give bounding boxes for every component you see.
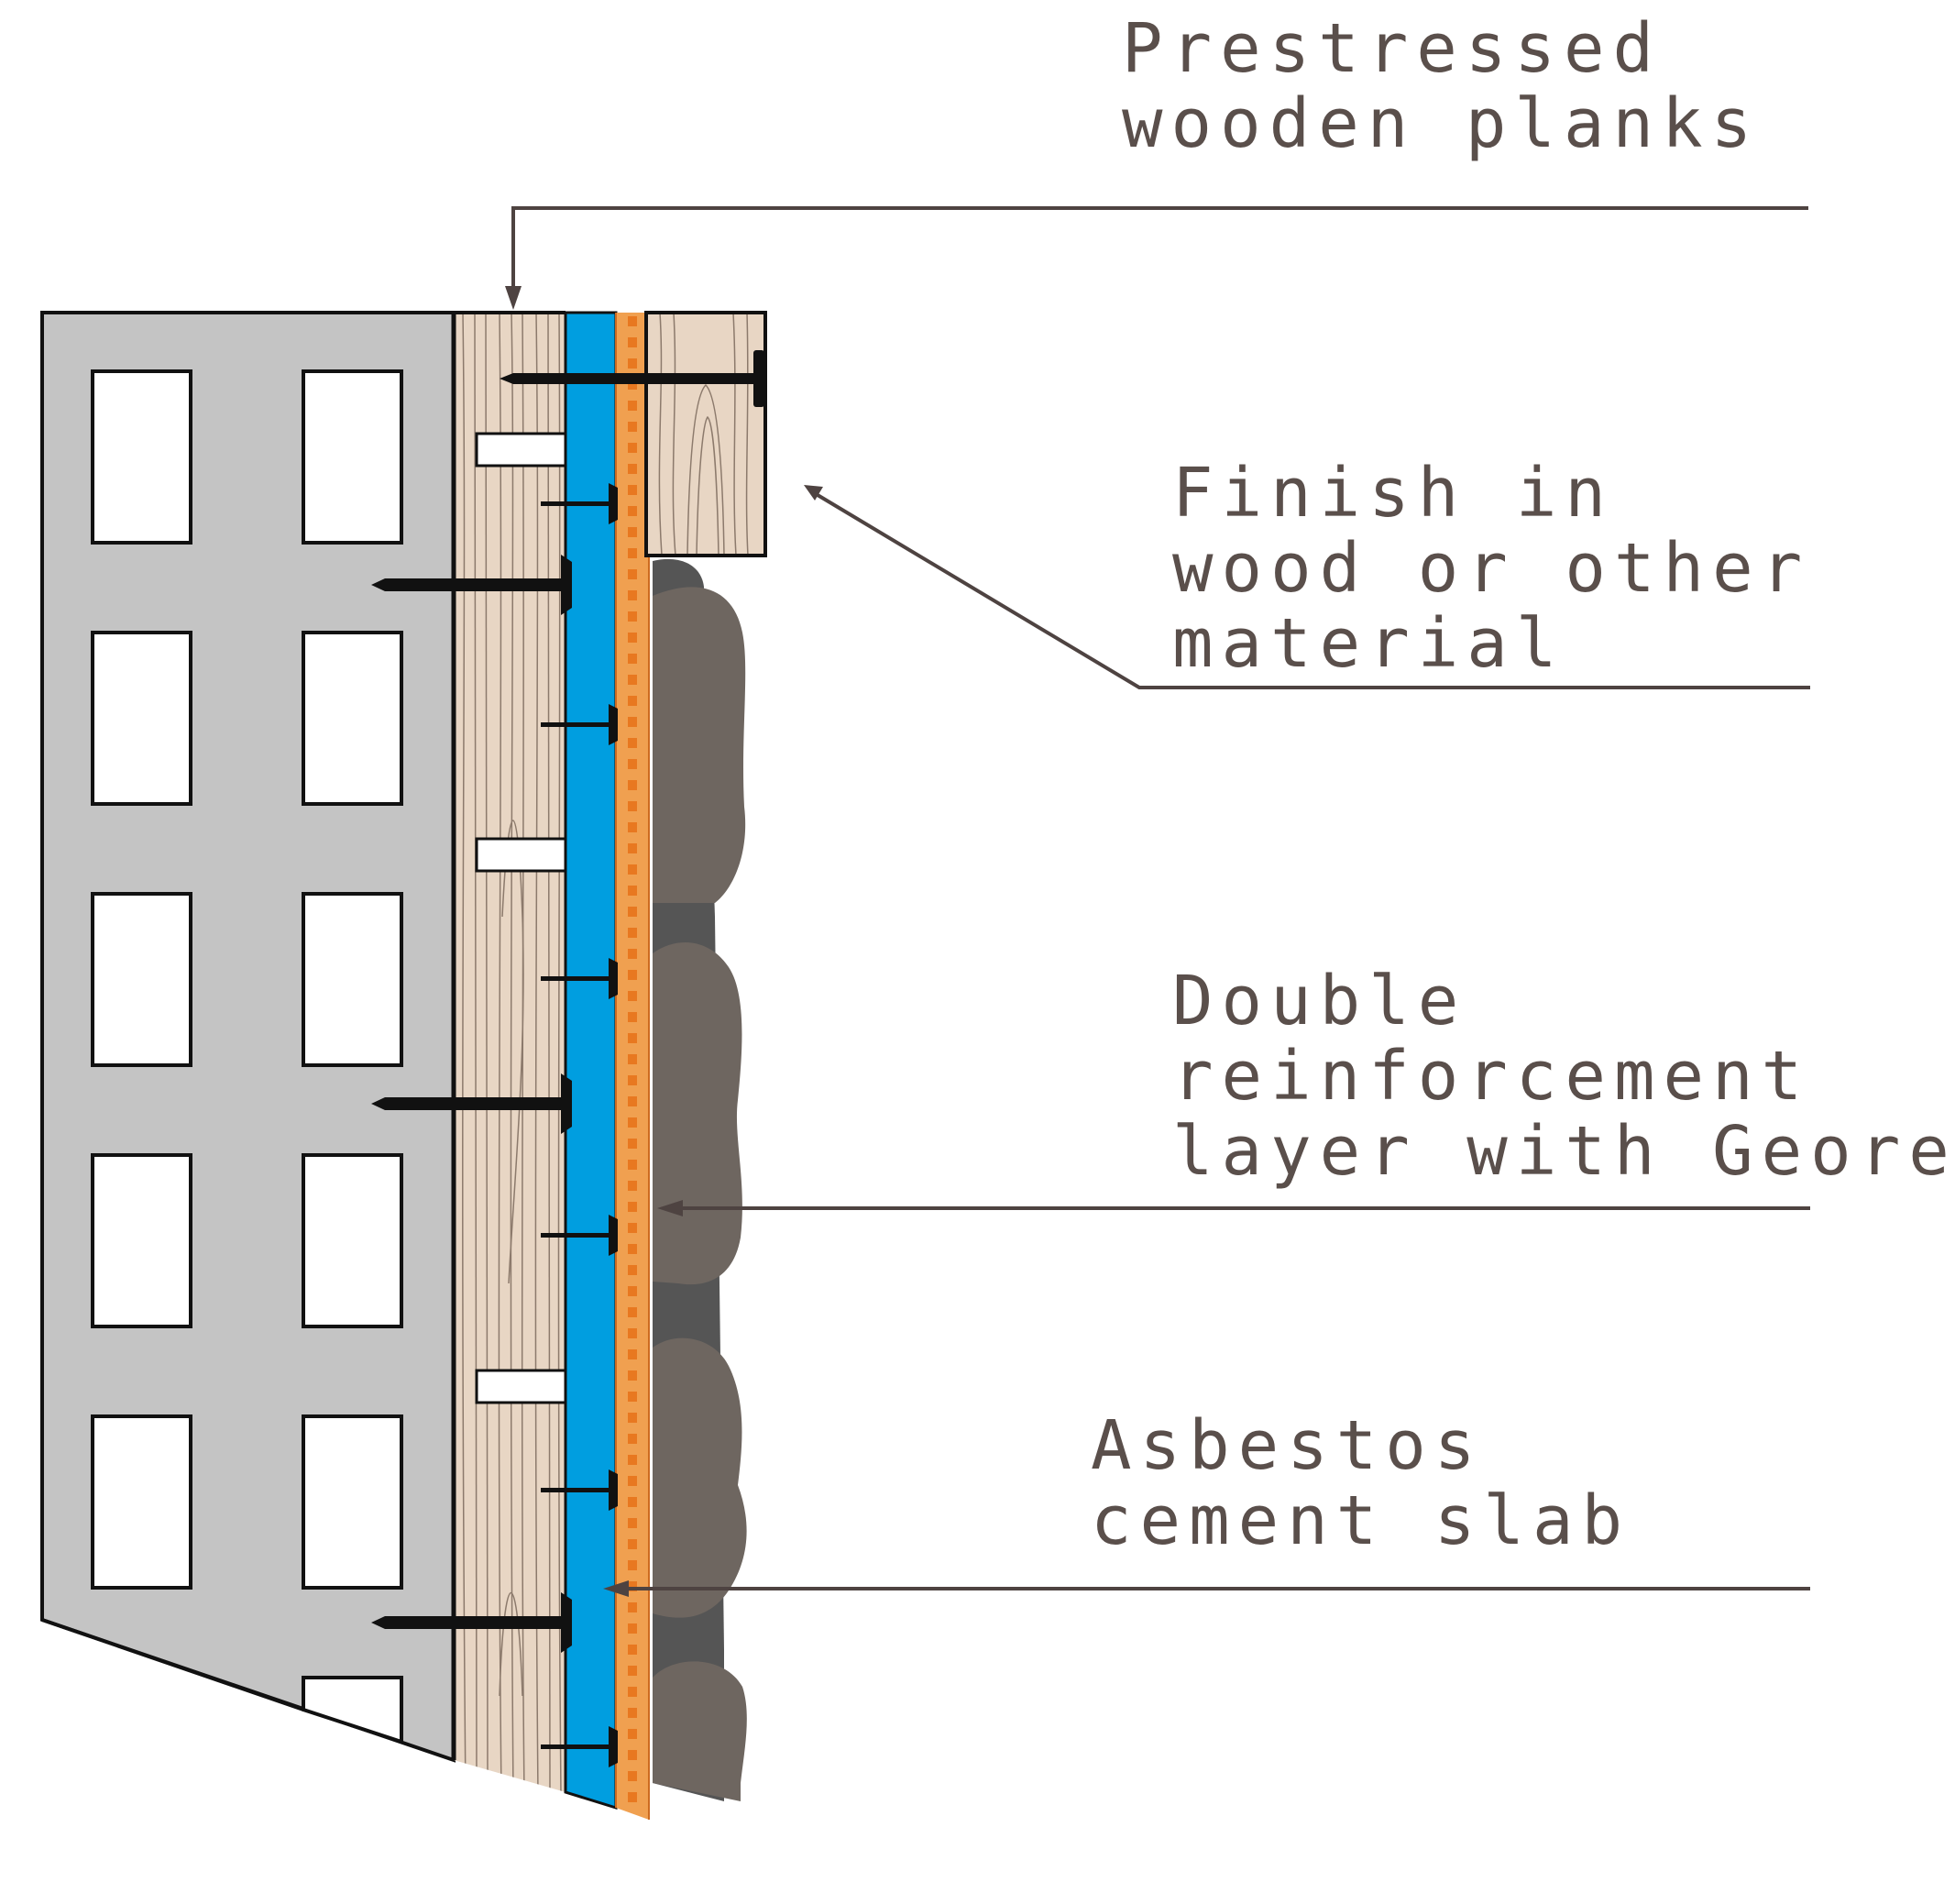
- cavity: [91, 1153, 192, 1328]
- retained-soil: [653, 558, 747, 1801]
- anchor-bolt: [371, 1592, 572, 1653]
- fasteners: [371, 350, 764, 1767]
- arrow-head-icon: [505, 286, 522, 310]
- arrow-head-icon: [657, 1200, 683, 1216]
- leader-reinforcement: [657, 1200, 1810, 1216]
- spacer-block: [475, 1369, 567, 1404]
- masonry-bottom-edge: [41, 1618, 304, 1711]
- cavity-partial: [302, 1676, 403, 1744]
- label-finish: Finish in wood or other material: [1172, 454, 1860, 683]
- finish-block: [644, 311, 767, 557]
- reinforcement-body: [616, 313, 649, 1820]
- screw: [541, 1726, 618, 1767]
- cavity: [302, 369, 403, 545]
- finish-grain: [658, 313, 749, 556]
- screw: [541, 1469, 618, 1511]
- stone: [653, 1337, 747, 1618]
- masonry-wall: [40, 311, 456, 1763]
- screw: [541, 1215, 618, 1256]
- cavity: [91, 631, 192, 806]
- stone: [653, 587, 746, 903]
- arrow-head-icon: [804, 485, 823, 501]
- cavity: [91, 892, 192, 1067]
- cavity: [91, 369, 192, 545]
- arrow-head-icon: [603, 1580, 629, 1597]
- masonry-cavities: [91, 369, 403, 1590]
- label-prestressed-planks: Prestressed wooden planks: [1122, 9, 1760, 163]
- label-asbestos: Asbestos cement slab: [1091, 1406, 1631, 1560]
- cavity: [302, 892, 403, 1067]
- membrane-layer: [564, 311, 618, 1810]
- cavity: [91, 1414, 192, 1590]
- stone: [653, 942, 742, 1285]
- stone: [653, 1661, 747, 1801]
- label-reinforcement: Double reinforcement layer with Georete: [1172, 962, 1955, 1191]
- anchor-bolt: [500, 350, 764, 407]
- spacer-block: [475, 837, 567, 873]
- cavity: [302, 1153, 403, 1328]
- screw: [541, 704, 618, 745]
- cavity: [302, 631, 403, 806]
- screw: [541, 958, 618, 999]
- wooden-planks: [451, 311, 567, 1792]
- spacer-block: [475, 432, 567, 468]
- reinforcement-layer: [615, 313, 650, 1820]
- anchor-bolt: [371, 1073, 572, 1134]
- finish-block-body: [646, 313, 765, 556]
- cavity: [302, 1414, 403, 1590]
- leader-finish: [804, 485, 1810, 689]
- leader-prestressed-planks: [505, 206, 1808, 310]
- anchor-bolt: [371, 555, 572, 615]
- leader-asbestos: [603, 1580, 1810, 1597]
- screw: [541, 483, 618, 524]
